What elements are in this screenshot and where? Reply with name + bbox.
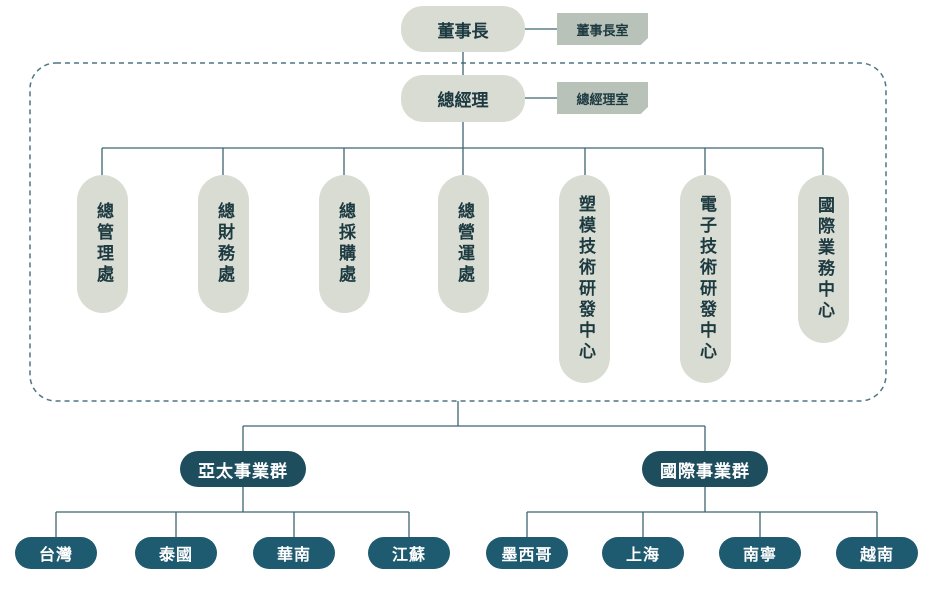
dept-international-business-center: 國際業務中心 [798,175,849,343]
dept-finance: 總財務處 [198,175,249,313]
dept-general-administration: 總管理處 [77,175,128,313]
dept-label: 總管理處 [93,202,113,286]
dept-label: 總財務處 [214,202,234,286]
dept-mold-rd-center: 塑模技術研發中心 [559,175,610,383]
dept-label: 總營運處 [454,202,474,286]
group-asia-pacific: 亞太事業群 [180,451,306,487]
region-shanghai: 上海 [602,537,684,569]
dept-operations: 總營運處 [438,175,489,313]
region-vietnam: 越南 [836,537,918,569]
general-manager-node: 總經理 [401,75,525,122]
dept-label: 電子技術研發中心 [696,195,716,363]
dept-label: 塑模技術研發中心 [575,195,595,363]
group-international: 國際事業群 [642,451,768,487]
region-nanning: 南寧 [719,537,801,569]
dept-electronics-rd-center: 電子技術研發中心 [680,175,731,383]
dept-label: 國際業務中心 [814,196,834,322]
dept-label: 總採購處 [335,202,355,286]
region-jiangsu: 江蘇 [368,537,450,569]
region-south-china: 華南 [253,537,335,569]
region-mexico: 墨西哥 [486,537,568,569]
dept-procurement: 總採購處 [319,175,370,313]
chairman-node: 董事長 [401,6,525,52]
region-thailand: 泰國 [135,537,217,569]
region-taiwan: 台灣 [15,537,97,569]
gm-office-node: 總經理室 [557,82,648,114]
chairman-office-node: 董事長室 [557,13,648,45]
